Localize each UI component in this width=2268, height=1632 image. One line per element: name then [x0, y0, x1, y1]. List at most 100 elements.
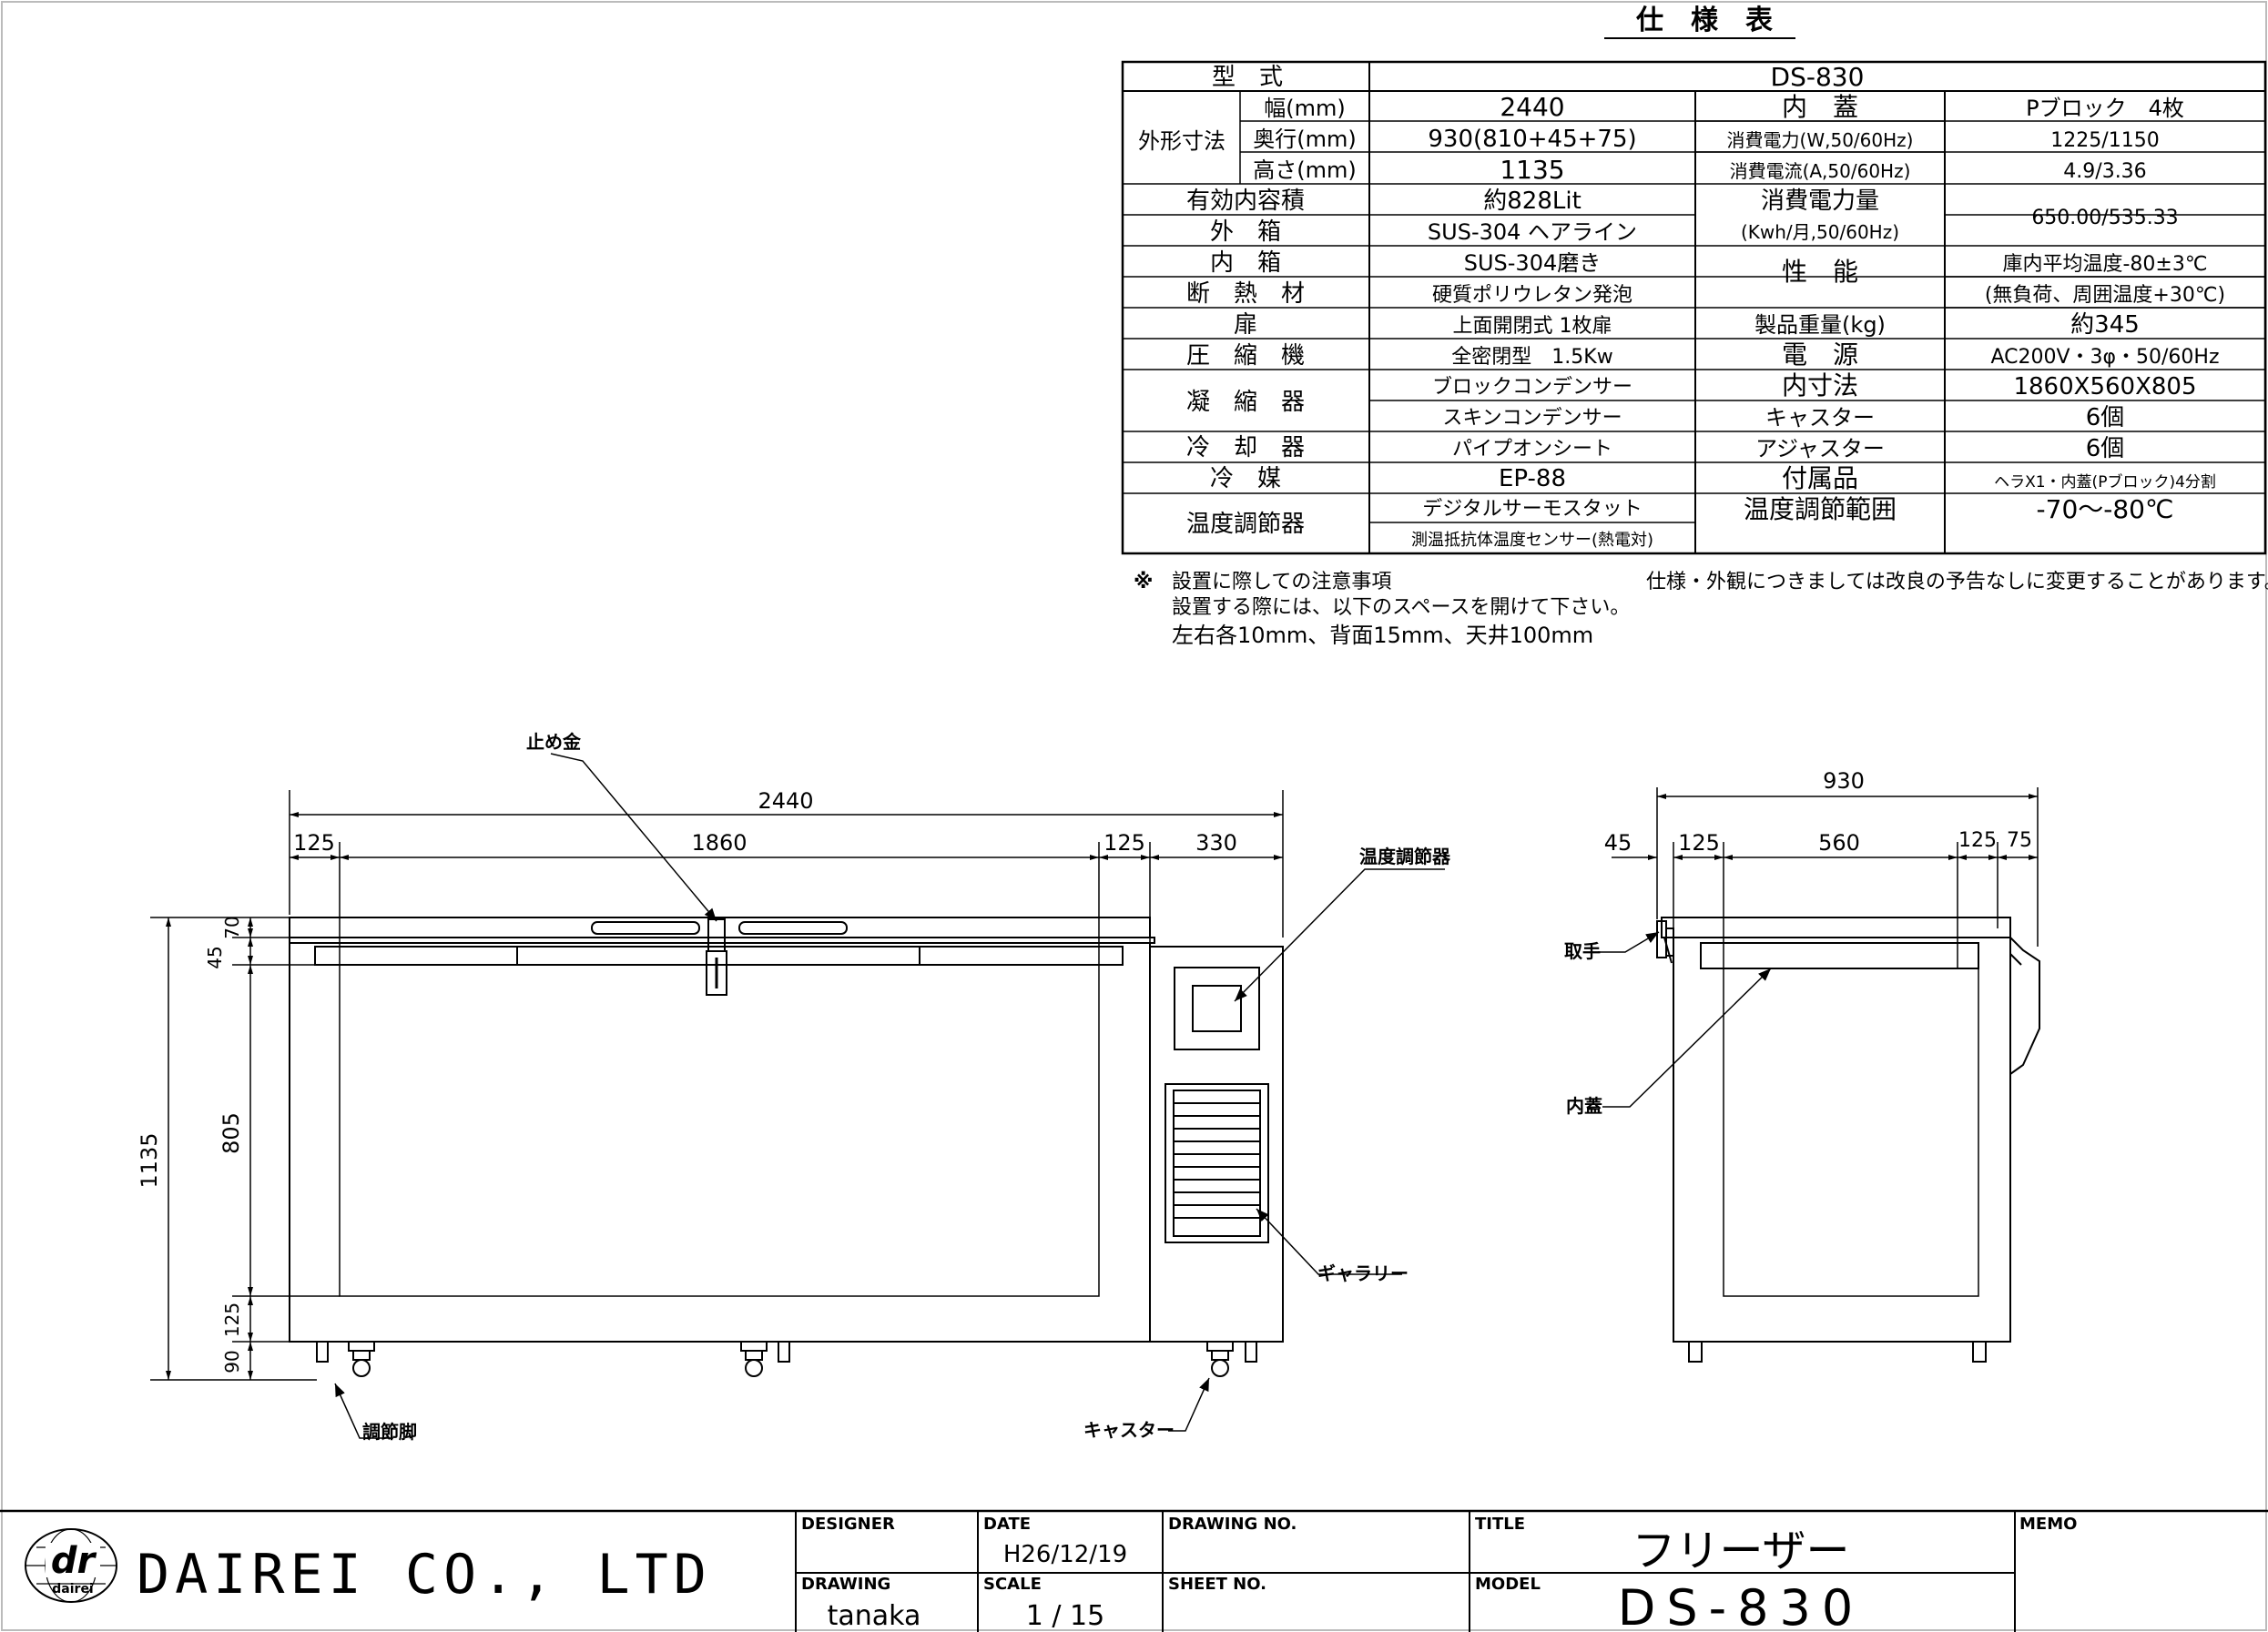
company-name: DAIREI CO., LTD	[137, 1543, 712, 1607]
capacity-label: 有効内容積	[1186, 188, 1305, 215]
title-block	[0, 1509, 2268, 1632]
depth-label: 奥行(mm)	[1253, 127, 1356, 152]
acc-label: 付属品	[1782, 463, 1858, 493]
dim-front-45: 45	[204, 946, 226, 968]
outer-label: 外 箱	[1210, 218, 1281, 246]
cur-value: 4.9/3.36	[2063, 160, 2146, 183]
therm-label: 温度調節器	[1186, 511, 1305, 538]
scale-value: 1 / 15	[1026, 1600, 1104, 1632]
date-value: H26/12/19	[1003, 1541, 1127, 1568]
comp-label: 圧 縮 機	[1186, 342, 1305, 370]
title-label: TITLE	[1475, 1515, 1525, 1534]
logo-sub: dairei	[52, 1582, 93, 1597]
weight-value: 約345	[2070, 311, 2140, 339]
note-line-1: 設置に際しての注意事項	[1172, 571, 1391, 593]
designer-label: DESIGNER	[801, 1515, 895, 1534]
spec-table	[1121, 60, 2267, 555]
dim-side-45: 45	[1604, 830, 1632, 856]
label-inner-lid: 内蓋	[1566, 1095, 1602, 1117]
therm-value-2: 測温抵抗体温度センサー(熱電対)	[1411, 531, 1653, 550]
label-tomegane: 止め金	[526, 731, 582, 753]
side-view	[1656, 917, 2040, 1363]
dim-side-125b: 125	[1958, 829, 1997, 852]
inner-value: SUS-304磨き	[1464, 250, 1602, 276]
note-line-3: 左右各10mm、背面15mm、天井100mm	[1172, 623, 1593, 648]
dim-front-1135: 1135	[137, 1132, 162, 1188]
inner-label: 内 箱	[1210, 249, 1281, 277]
perf-value-2: (無負荷、周囲温度+30℃)	[1985, 284, 2225, 307]
dim-front-70: 70	[221, 916, 243, 938]
ref-label: 冷 媒	[1210, 465, 1281, 492]
power-label: 電 源	[1782, 340, 1858, 370]
label-gallery: ギャラリー	[1317, 1262, 1409, 1284]
pq-label-1: 消費電力量	[1761, 188, 1879, 215]
model-label: 型 式	[1212, 64, 1283, 91]
drawing-by-value: tanaka	[828, 1600, 921, 1632]
logo: dr dairei	[46, 1540, 100, 1597]
pq-value: 650.00/535.33	[2031, 207, 2178, 229]
note-line-2: 設置する際には、以下のスペースを開けて下さい。	[1172, 596, 1630, 619]
range-label: 温度調節範囲	[1744, 494, 1897, 524]
height-label: 高さ(mm)	[1253, 157, 1356, 183]
scale-label: SCALE	[983, 1575, 1042, 1594]
height-value: 1135	[1500, 155, 1564, 185]
acc-value: ヘラX1・内蓋(Pブロック)4分割	[1994, 472, 2216, 492]
door-label: 扉	[1234, 311, 1257, 339]
dim-side-930: 930	[1823, 768, 1865, 794]
lid-value: Pブロック 4枚	[2026, 96, 2184, 121]
model-title-label: MODEL	[1475, 1575, 1541, 1594]
cool-label: 冷 却 器	[1186, 434, 1305, 461]
power-value: AC200V・3φ・50/60Hz	[1990, 346, 2219, 369]
insul-label: 断 熱 材	[1186, 280, 1305, 308]
outer-value: SUS-304 ヘアライン	[1428, 219, 1637, 245]
idim-value: 1860X560X805	[2013, 373, 2196, 400]
weight-label: 製品重量(kg)	[1754, 312, 1886, 338]
dim-side-125a: 125	[1678, 830, 1720, 856]
dim-front-330: 330	[1195, 830, 1237, 856]
label-adjuster-foot: 調節脚	[362, 1421, 417, 1443]
dim-front-width: 2440	[758, 788, 813, 814]
dim-front-90: 90	[221, 1350, 243, 1373]
dim-front-125a: 125	[293, 830, 335, 856]
memo-label: MEMO	[2019, 1515, 2077, 1534]
dim-side-75: 75	[2007, 829, 2032, 852]
capacity-value: 約828Lit	[1483, 188, 1581, 215]
dim-front-125: 125	[221, 1303, 243, 1337]
pw-label: 消費電力(W,50/60Hz)	[1727, 129, 1914, 151]
comp-value: 全密閉型 1.5Kw	[1451, 346, 1612, 369]
adj-value: 6個	[2086, 435, 2125, 462]
width-label: 幅(mm)	[1264, 96, 1345, 121]
logo-mark: dr	[51, 1540, 97, 1582]
cond-value-2: スキンコンデンサー	[1442, 407, 1622, 430]
adj-label: アジャスター	[1755, 436, 1885, 461]
therm-value-1: デジタルサーモスタット	[1422, 498, 1643, 521]
caster-value: 6個	[2086, 404, 2125, 431]
dim-side-560: 560	[1818, 830, 1860, 856]
cool-value: パイプオンシート	[1452, 438, 1612, 461]
lid-label: 内 蓋	[1782, 92, 1858, 122]
note-mark: ※	[1134, 571, 1153, 593]
spec-title: 仕 様 表	[1635, 5, 1773, 36]
model-value: DS-830	[1771, 62, 1865, 92]
cond-value-1: ブロックコンデンサー	[1432, 376, 1632, 399]
note-right: 仕様・外観につきましては改良の予告なしに変更することがあります。	[1646, 571, 2268, 593]
perf-value-1: 庫内平均温度-80±3℃	[2002, 253, 2207, 276]
range-value: -70～-80℃	[2037, 494, 2174, 524]
caster-label: キャスター	[1765, 405, 1875, 431]
ref-value: EP-88	[1499, 465, 1566, 492]
insul-value: 硬質ポリウレタン発泡	[1432, 284, 1632, 307]
title-value: フリーザー	[1632, 1526, 1849, 1576]
date-label: DATE	[983, 1515, 1031, 1534]
pw-value: 1225/1150	[2050, 129, 2159, 152]
label-caster: キャスター	[1083, 1419, 1175, 1441]
drawing-label: DRAWING	[801, 1575, 890, 1594]
cur-label: 消費電流(A,50/60Hz)	[1730, 160, 1911, 182]
label-thermo: 温度調節器	[1359, 846, 1451, 867]
front-view	[289, 917, 1284, 1377]
sheet-label: SHEET NO.	[1168, 1575, 1266, 1594]
model-title-value: DS-830	[1618, 1579, 1864, 1632]
dim-front-805: 805	[219, 1112, 244, 1154]
pq-label-2: (Kwh/月,50/60Hz)	[1741, 221, 1899, 243]
depth-value: 930(810+45+75)	[1428, 126, 1636, 153]
